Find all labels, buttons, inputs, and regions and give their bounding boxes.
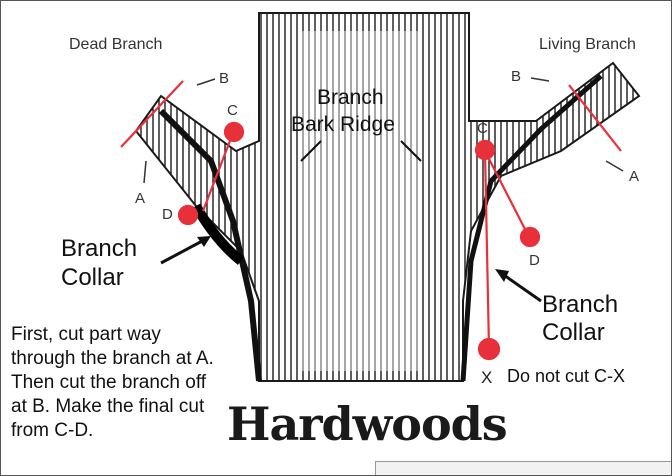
right-b-arrow (531, 78, 549, 81)
right-collar-label-line2: Collar (542, 321, 605, 345)
right-point-a-label: A (629, 169, 639, 184)
hardwoods-title: Hardwoods (227, 397, 507, 451)
collar-arrowhead-right (495, 269, 509, 282)
left-point-c-label: C (227, 103, 238, 118)
right-point-d-label: D (529, 253, 540, 268)
left-collar-label-line1: Branch (61, 237, 137, 261)
point-x-label: X (481, 369, 492, 386)
left-point-d-label: D (162, 207, 173, 222)
left-b-arrow (197, 79, 215, 85)
right-point-b-label: B (511, 69, 521, 84)
collar-arrow-left (161, 239, 206, 263)
right-a-arrow (606, 161, 623, 171)
do-not-cut-label: Do not cut C-X (507, 367, 625, 385)
right-point-x (479, 339, 499, 359)
bottom-panel (375, 461, 672, 476)
left-collar-label-line2: Collar (61, 266, 124, 290)
left-point-a-label: A (135, 191, 145, 206)
collar-arrow-right (501, 273, 541, 301)
trunk-highlight (301, 31, 421, 371)
right-point-d (521, 228, 539, 246)
bark-ridge-label-line1: Branch (317, 87, 384, 108)
dead-branch-label: Dead Branch (69, 37, 162, 53)
right-point-c (476, 141, 494, 159)
right-point-c-label: C (477, 121, 488, 136)
left-point-c (225, 123, 243, 141)
bark-ridge-label-line2: Bark Ridge (291, 114, 395, 135)
instructions-text: First, cut part way through the branch a… (11, 323, 216, 443)
living-branch-label: Living Branch (539, 37, 636, 53)
left-a-arrow (144, 161, 146, 183)
left-point-b-label: B (219, 71, 229, 86)
right-collar-label-line1: Branch (542, 293, 618, 317)
left-point-d (179, 206, 197, 224)
